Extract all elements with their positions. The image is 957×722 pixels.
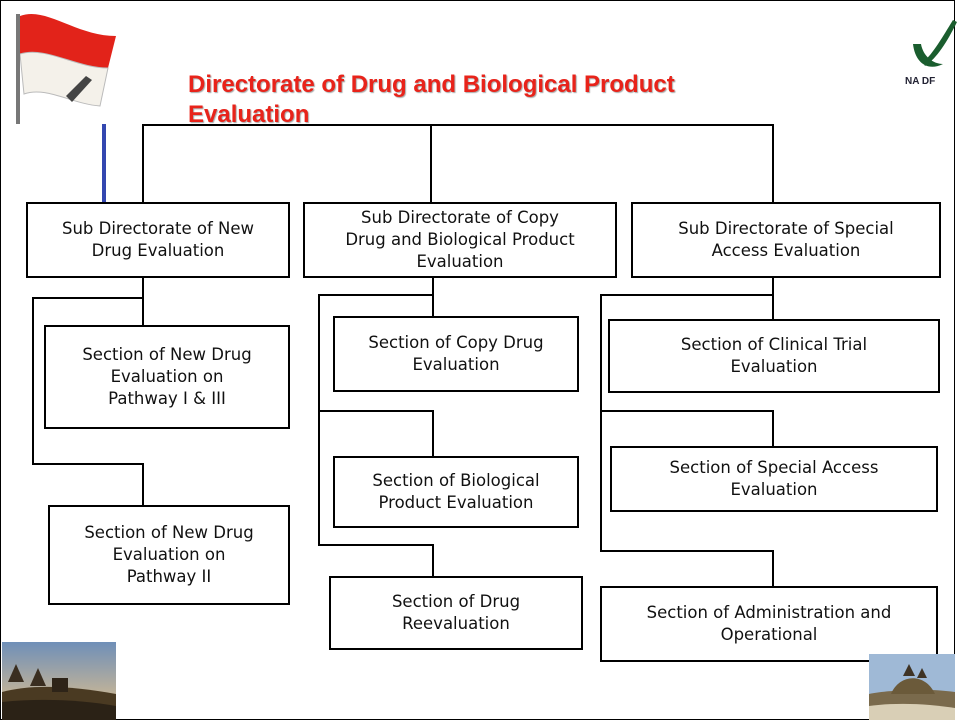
- connector: [772, 124, 774, 202]
- connector: [142, 463, 144, 505]
- connector: [430, 124, 432, 202]
- logo-text: NA DF: [905, 76, 936, 87]
- connector: [772, 410, 774, 446]
- connector: [432, 544, 434, 576]
- agency-logo: [913, 20, 957, 67]
- diagram-title: Directorate of Drug and Biological Produ…: [188, 71, 675, 128]
- connector: [32, 463, 144, 465]
- connector: [32, 297, 144, 299]
- connector: [142, 124, 144, 202]
- section-copy-drug-box: Section of Copy Drug Evaluation: [333, 316, 579, 392]
- connector: [318, 410, 434, 412]
- connector: [318, 544, 434, 546]
- borobudur-temple-photo: [2, 642, 116, 720]
- section-new-drug-pathway-2-box: Section of New Drug Evaluation on Pathwa…: [48, 505, 290, 605]
- connector: [142, 124, 774, 126]
- section-new-drug-pathway-1-3-box: Section of New Drug Evaluation on Pathwa…: [44, 325, 290, 429]
- section-biological-product-box: Section of Biological Product Evaluation: [333, 456, 579, 528]
- sub-directorate-copy-drug-box: Sub Directorate of Copy Drug and Biologi…: [303, 202, 617, 278]
- connector: [432, 278, 434, 296]
- connector: [432, 294, 434, 316]
- section-clinical-trial-box: Section of Clinical Trial Evaluation: [608, 319, 940, 393]
- indonesian-flag-icon: [16, 13, 116, 274]
- connector: [600, 294, 774, 296]
- connector: [772, 278, 774, 296]
- connector: [772, 550, 774, 586]
- connector: [318, 294, 434, 296]
- sub-directorate-new-drug-box: Sub Directorate of New Drug Evaluation: [26, 202, 290, 278]
- section-special-access-box: Section of Special Access Evaluation: [610, 446, 938, 512]
- section-administration-box: Section of Administration and Operationa…: [600, 586, 938, 662]
- connector: [600, 410, 774, 412]
- connector: [432, 410, 434, 456]
- sub-directorate-special-access-box: Sub Directorate of Special Access Evalua…: [631, 202, 941, 278]
- connector: [772, 294, 774, 319]
- connector: [600, 550, 774, 552]
- connector: [318, 294, 320, 546]
- connector: [600, 294, 602, 552]
- connector: [32, 297, 34, 465]
- connector: [142, 278, 144, 298]
- tanah-lot-temple-photo: [869, 654, 955, 720]
- section-drug-reevaluation-box: Section of Drug Reevaluation: [329, 576, 583, 650]
- connector: [142, 297, 144, 325]
